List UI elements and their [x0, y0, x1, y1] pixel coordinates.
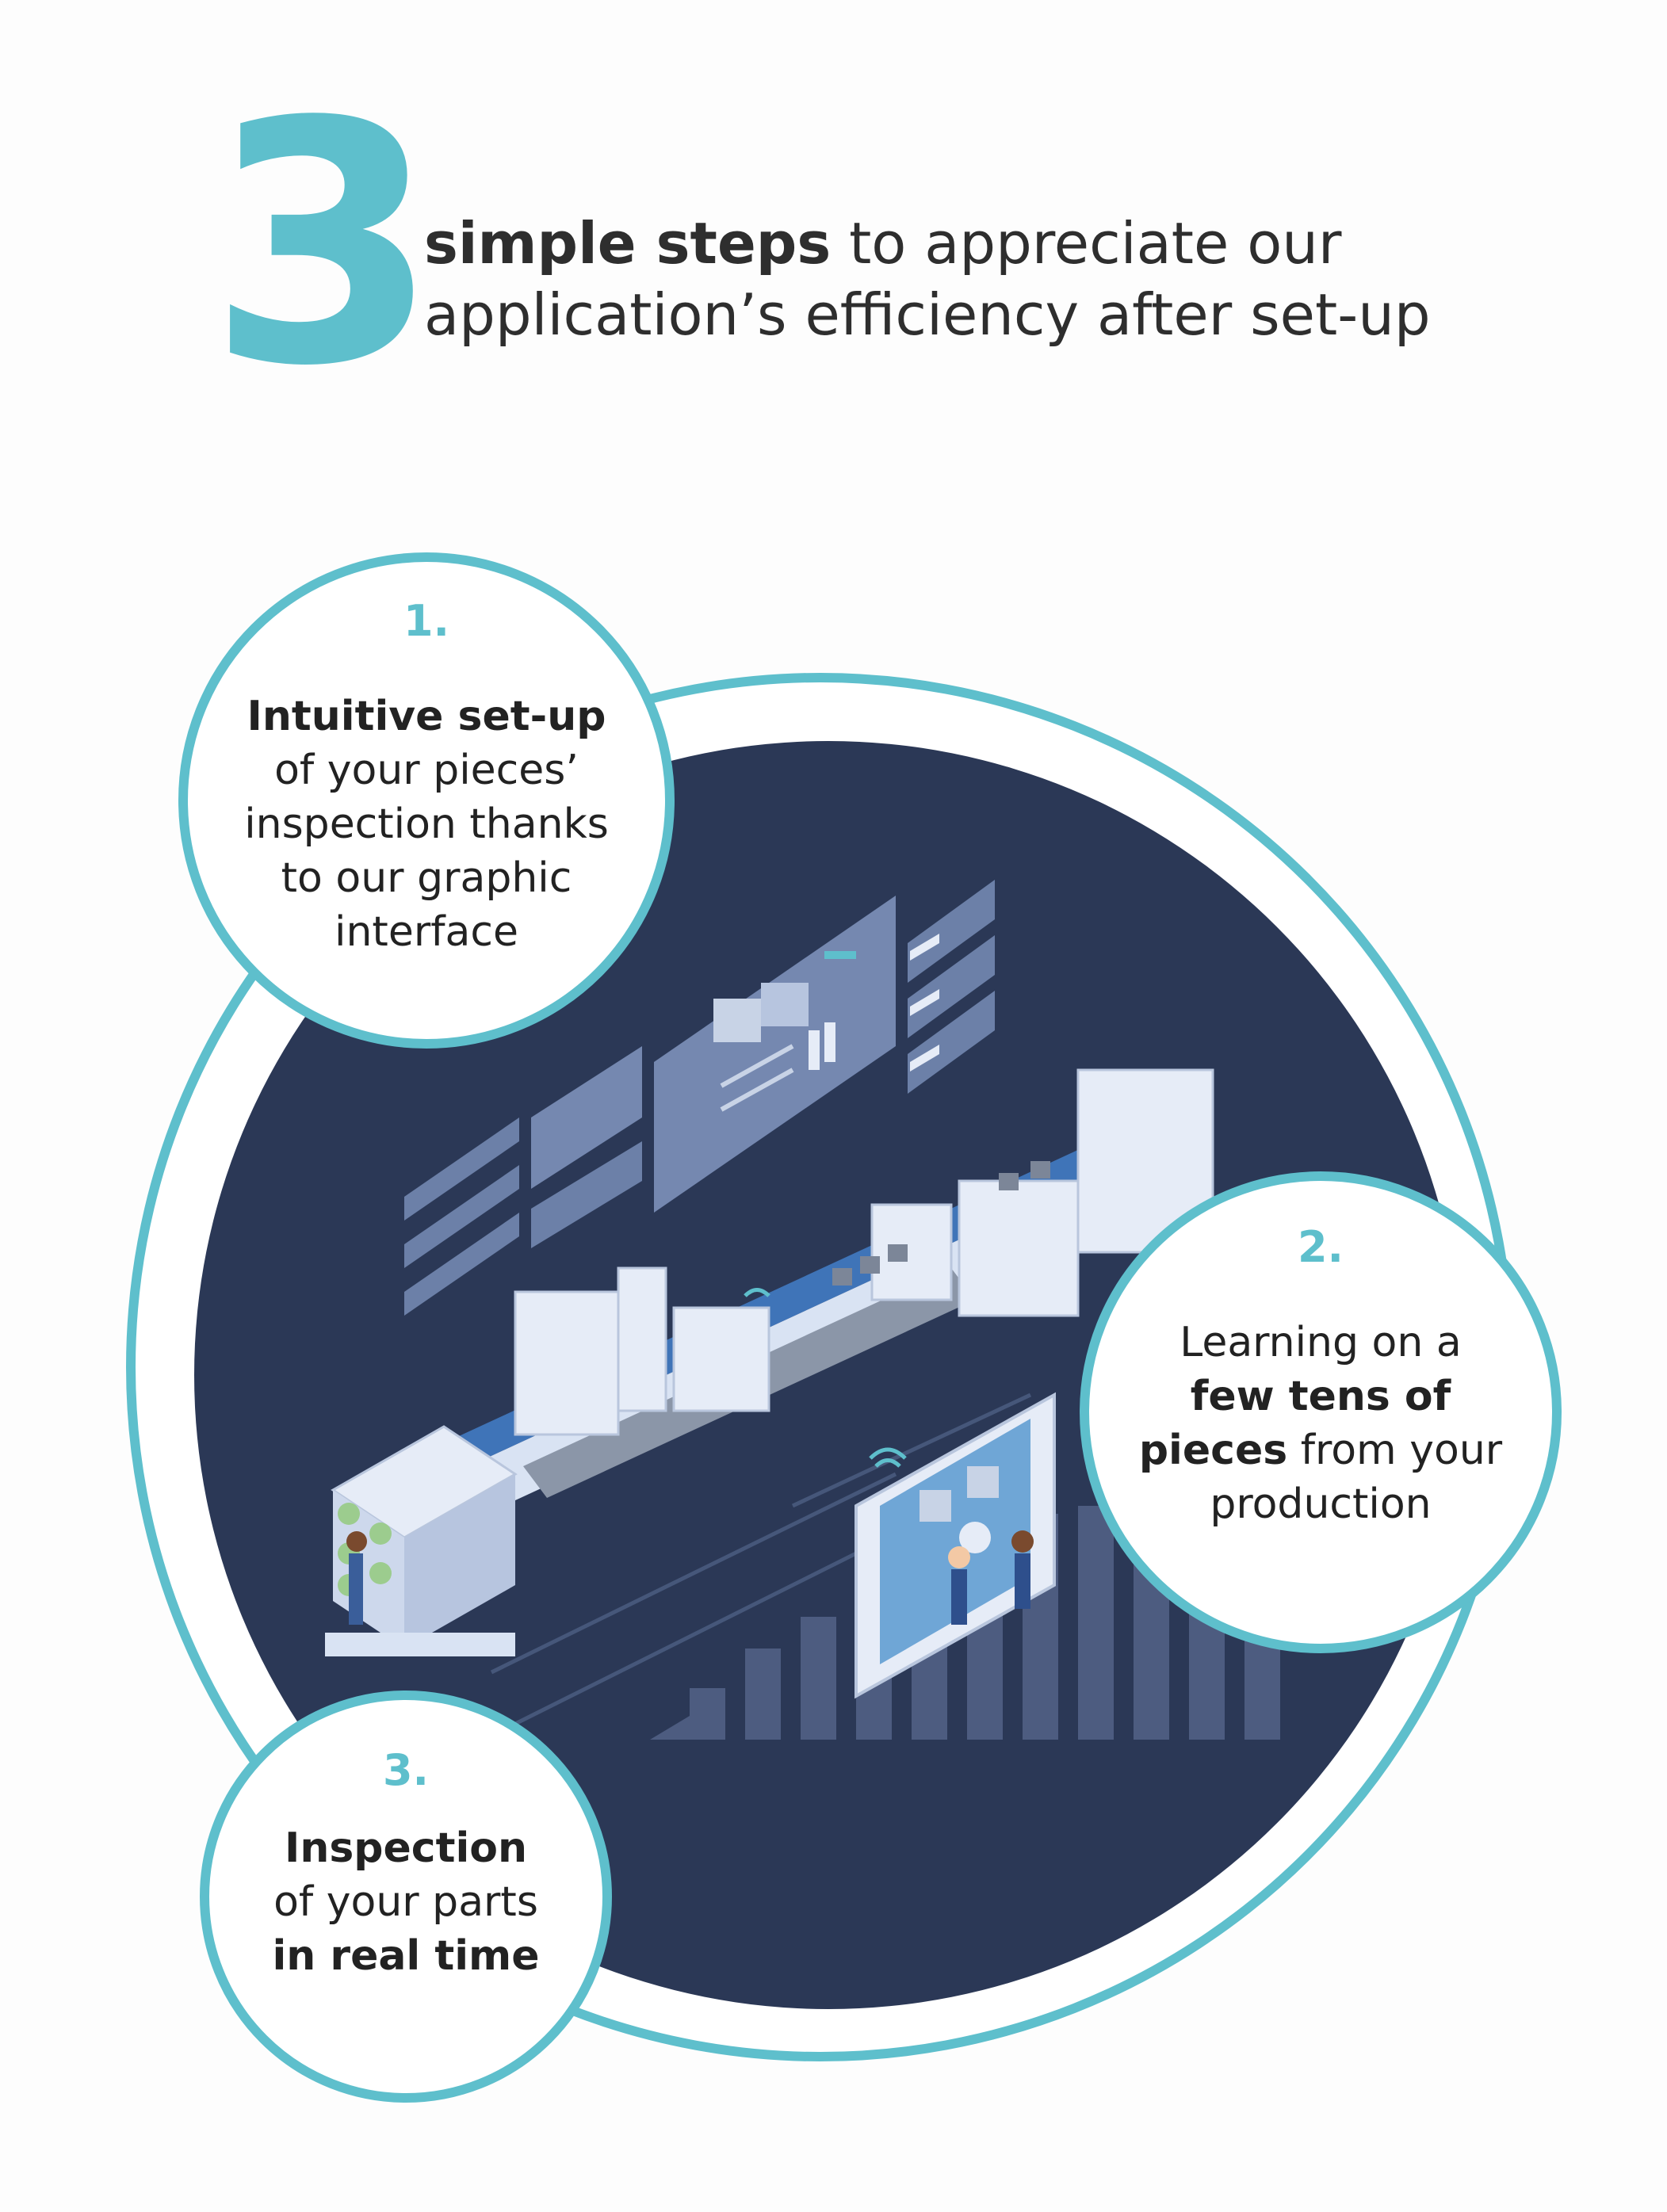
tablet-screen	[855, 1392, 1056, 1699]
step-1-line: interface	[335, 908, 518, 956]
step-1-bubble	[178, 552, 675, 1049]
people	[346, 1530, 1034, 1625]
step-3-line: of your parts	[273, 1878, 538, 1926]
headline-line-1: simple steps to appreciate our	[424, 208, 1613, 279]
step-2-line: Learning on a	[1180, 1319, 1462, 1366]
headline: simple steps to appreciate our applicati…	[424, 208, 1613, 350]
floating-panels	[404, 880, 995, 1316]
step-1-line: of your pieces’	[274, 747, 579, 794]
step-2-number: 2.	[1297, 1222, 1344, 1272]
step-3-text: 3. Inspection of your parts in real time	[224, 1744, 588, 1983]
headline-line-2: application’s efficiency after set-up	[424, 281, 1431, 348]
step-2-text: 2. Learning on a few tens of pieces from…	[1107, 1221, 1535, 1531]
step-1-number: 1.	[403, 596, 450, 646]
step-1-line: inspection thanks	[244, 800, 609, 848]
step-1-line: to our graphic	[281, 854, 572, 902]
step-3-number: 3.	[382, 1745, 430, 1795]
step-2-line: production	[1210, 1480, 1432, 1528]
step-2-line: few tens of	[1190, 1373, 1451, 1420]
step-2-line: pieces from your	[1138, 1427, 1503, 1474]
headline-bold: simple steps	[424, 210, 832, 277]
hero-number: 3	[208, 52, 439, 439]
step-3-bubble	[200, 1691, 612, 2103]
conveyor-line	[428, 1068, 1214, 1530]
step-1-line: Intuitive set-up	[247, 693, 606, 740]
step-3-line: Inspection	[284, 1824, 528, 1872]
wifi-icon	[744, 1288, 907, 1468]
step-1-text: 1. Intuitive set-up of your pieces’ insp…	[212, 594, 640, 959]
step-2-bubble	[1080, 1171, 1562, 1653]
floor-lines	[442, 1393, 1032, 1762]
headline-rest: to appreciate our	[831, 210, 1342, 277]
step-3-line: in real time	[272, 1932, 540, 1980]
